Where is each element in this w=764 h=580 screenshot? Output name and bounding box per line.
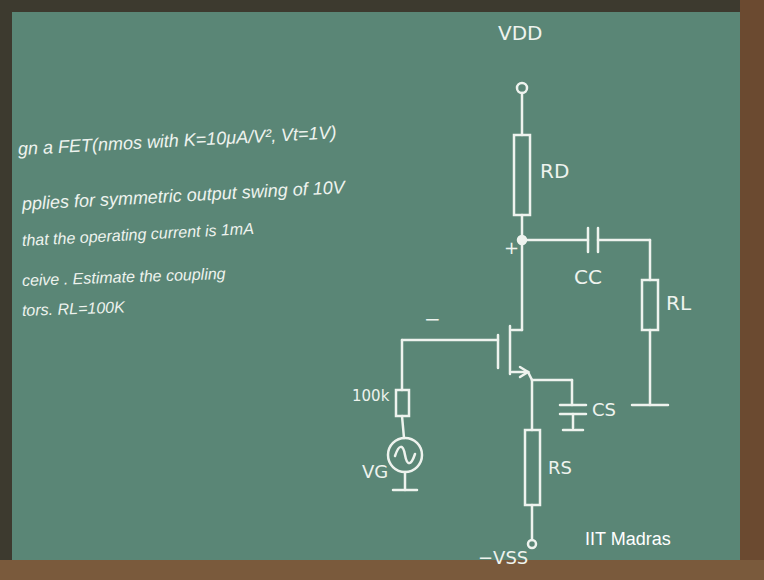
- ground-symbol: [563, 429, 583, 432]
- supply-label: VDD: [498, 22, 542, 44]
- capacitor-symbol: [587, 228, 590, 252]
- watermark: IIT Madras: [585, 530, 671, 550]
- component-label: RS: [548, 458, 572, 478]
- ground-symbol: [393, 489, 417, 492]
- component-label: CC: [574, 266, 602, 288]
- component-label: 100k: [352, 388, 389, 405]
- terminal: [517, 83, 527, 93]
- signal-name: VG: [362, 462, 388, 482]
- mosfet-channel: [509, 326, 512, 374]
- resistor-symbol: [514, 135, 530, 215]
- component-label: RD: [540, 160, 569, 182]
- note-text: ceive . Estimate the coupling: [22, 265, 226, 290]
- ground-symbol: [632, 404, 668, 407]
- board-frame: [740, 0, 764, 580]
- polarity-sign: −: [424, 308, 441, 330]
- resistor-symbol: [396, 390, 409, 416]
- note-text: tors. RL=100K: [22, 298, 125, 319]
- component-label: CS: [592, 400, 616, 420]
- note-text: gn a FET(nmos with K=10μA/V², Vt=1V): [17, 123, 337, 159]
- note-text: pplies for symmetric output swing of 10V: [21, 178, 345, 215]
- voltage-source: [388, 438, 422, 472]
- capacitor-symbol: [560, 404, 586, 407]
- polarity-sign: +: [504, 238, 519, 258]
- supply-label: −VSS: [478, 548, 528, 568]
- resistor-symbol: [525, 430, 540, 505]
- component-label: RL: [666, 292, 691, 314]
- resistor-symbol: [642, 280, 658, 330]
- chalk-ledge: [0, 560, 764, 580]
- terminal: [528, 540, 536, 548]
- note-text: that the operating current is 1mA: [22, 220, 255, 250]
